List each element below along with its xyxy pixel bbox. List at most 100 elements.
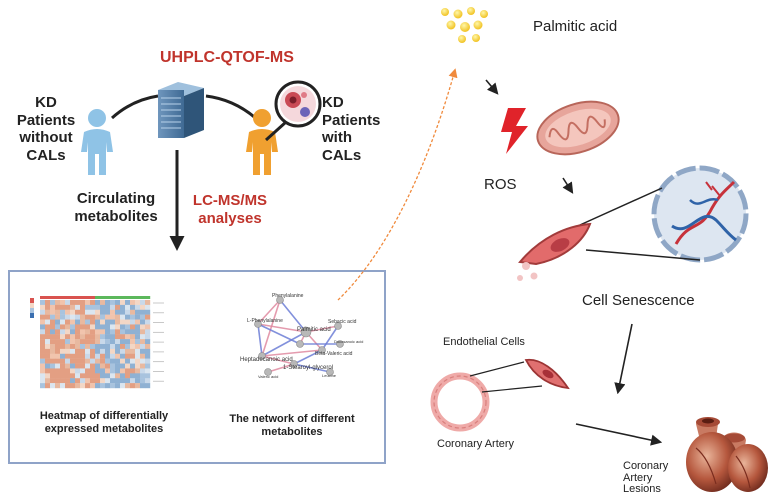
lcms-line: analyses xyxy=(198,209,262,227)
heatmap-group-bar xyxy=(120,296,126,299)
heatmap-cell xyxy=(45,304,51,310)
heatmap-cell xyxy=(105,314,111,320)
heatmap-cell xyxy=(80,334,86,340)
heatmap-cell xyxy=(110,324,116,330)
heatmap-cell xyxy=(55,348,61,354)
heatmap-cell xyxy=(40,309,46,315)
heatmap-cell xyxy=(90,378,96,384)
network-node xyxy=(276,296,284,304)
heatmap-cell xyxy=(55,329,61,335)
heatmap-cell xyxy=(115,304,121,310)
heatmap-cell xyxy=(120,353,126,359)
heatmap-cell xyxy=(60,353,66,359)
heatmap-cell xyxy=(110,309,116,315)
network-thumbnail xyxy=(254,296,344,376)
heart-lesion-icon xyxy=(686,417,768,492)
heatmap-cell xyxy=(90,353,96,359)
heatmap-cell xyxy=(65,304,71,310)
heatmap-cell xyxy=(145,353,151,359)
heatmap-cell xyxy=(75,383,81,389)
heatmap-cell xyxy=(115,358,121,364)
heatmap-cell xyxy=(85,334,91,340)
arrow-ros-to-cell xyxy=(562,177,574,194)
network-edge xyxy=(257,323,307,333)
heatmap-cell xyxy=(95,353,101,359)
heatmap-cell xyxy=(50,309,56,315)
heatmap-cell xyxy=(40,383,46,389)
group-with-line: CALs xyxy=(322,147,362,165)
heatmap-caption-line: Heatmap of differentially xyxy=(39,410,169,422)
heatmap-cell xyxy=(130,324,136,330)
senescent-cell-icon xyxy=(517,222,592,281)
heatmap-cell xyxy=(50,353,56,359)
heatmap-cell xyxy=(85,344,91,350)
heatmap-cell xyxy=(75,358,81,364)
heatmap-cell xyxy=(65,363,71,369)
heatmap-cell xyxy=(65,373,71,379)
network-edge xyxy=(261,355,295,365)
heatmap-group-bar xyxy=(135,296,141,299)
heatmap-cell xyxy=(105,353,111,359)
heatmap-cell xyxy=(55,358,61,364)
heatmap-cell xyxy=(85,300,91,306)
heatmap-cell xyxy=(50,300,56,306)
heatmap-group-bar xyxy=(95,296,101,299)
heatmap-cell xyxy=(100,339,106,345)
heatmap-cell xyxy=(100,319,106,325)
heatmap-cell xyxy=(125,334,131,340)
heatmap-cell xyxy=(60,324,66,330)
heatmap-cell xyxy=(65,358,71,364)
heatmap-cell xyxy=(75,314,81,320)
magnifier-cell-icon xyxy=(264,80,322,142)
artery-ring-icon xyxy=(430,372,490,432)
heatmap-cell xyxy=(100,309,106,315)
heatmap-cell xyxy=(140,329,146,335)
heatmap-cell xyxy=(45,334,51,340)
heatmap-cell xyxy=(85,329,91,335)
heatmap-cell xyxy=(95,329,101,335)
heatmap-cell xyxy=(135,324,141,330)
heatmap-cell xyxy=(75,373,81,379)
ros-label: ROS xyxy=(484,176,517,193)
heatmap-cell xyxy=(40,334,46,340)
heatmap-cell xyxy=(50,383,56,389)
heatmap-cell xyxy=(145,358,151,364)
heatmap-cell xyxy=(110,344,116,350)
heatmap-cell xyxy=(140,309,146,315)
heatmap-cell xyxy=(110,300,116,306)
network-edge xyxy=(261,299,281,357)
network-edge xyxy=(261,349,323,357)
network-node-label: Phenylalanine xyxy=(272,293,304,299)
heatmap-cell xyxy=(90,348,96,354)
heatmap-cell xyxy=(115,324,121,330)
heatmap-cell xyxy=(125,339,131,345)
heatmap-cell xyxy=(100,373,106,379)
endothelial-cells-label: Endothelial Cells xyxy=(443,336,525,348)
heatmap-cell xyxy=(85,368,91,374)
heatmap-cell xyxy=(90,314,96,320)
network-node-label: Sebacic acid xyxy=(328,319,357,325)
heatmap-cell xyxy=(115,378,121,384)
heatmap-group-bar xyxy=(110,296,116,299)
heatmap-cell xyxy=(95,348,101,354)
heatmap-cell xyxy=(65,348,71,354)
palmitic-acid-label: Palmitic acid xyxy=(533,18,618,35)
heatmap-cell xyxy=(110,339,116,345)
heatmap-cell xyxy=(110,348,116,354)
heatmap-cell xyxy=(60,373,66,379)
heatmap-cell xyxy=(75,334,81,340)
heatmap-cell xyxy=(130,344,136,350)
heatmap-cell xyxy=(65,344,71,350)
heatmap-cell xyxy=(55,373,61,379)
heatmap-cell xyxy=(145,329,151,335)
heatmap-cell xyxy=(80,339,86,345)
heatmap-cell xyxy=(90,334,96,340)
heatmap-cell xyxy=(105,378,111,384)
heatmap-cell xyxy=(120,300,126,306)
heatmap-cell xyxy=(130,329,136,335)
method-title: UHPLC-QTOF-MS xyxy=(160,49,294,66)
heatmap-cell xyxy=(40,378,46,384)
heatmap-group-bar xyxy=(45,296,51,299)
heatmap-cell xyxy=(65,314,71,320)
heatmap-cell xyxy=(105,383,111,389)
